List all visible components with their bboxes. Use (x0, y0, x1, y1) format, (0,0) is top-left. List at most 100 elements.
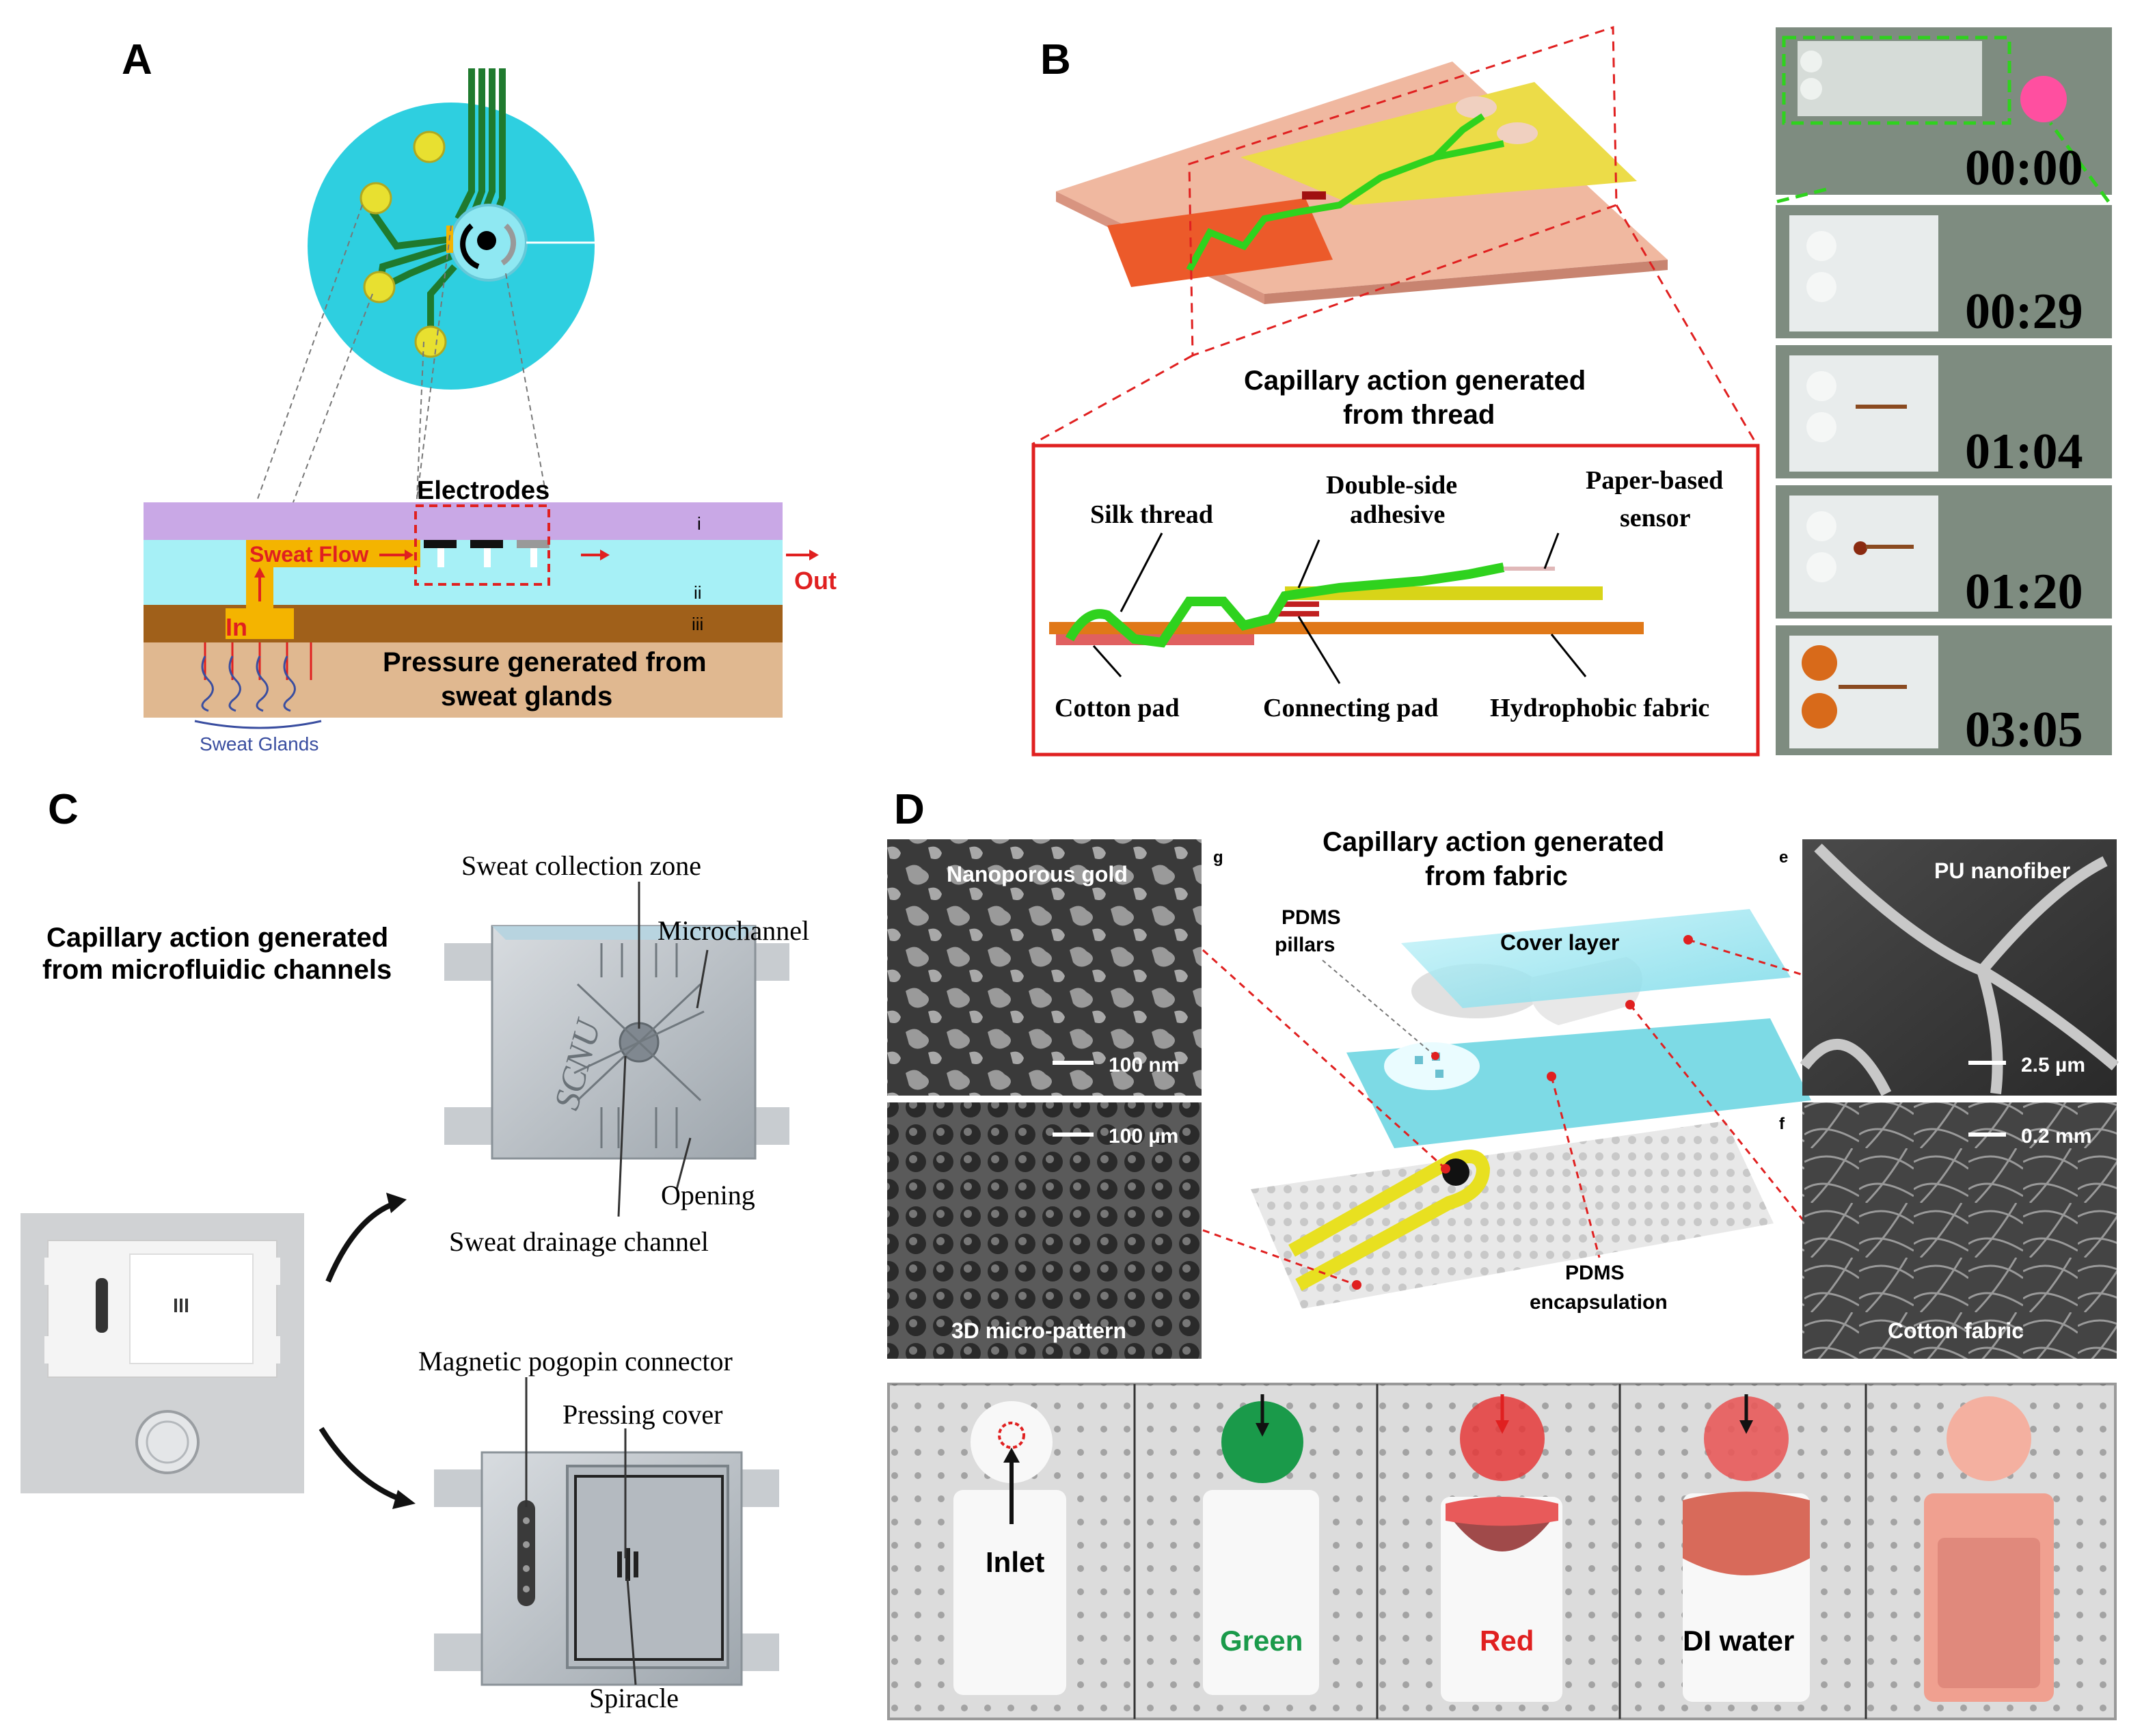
spiracle-label: Spiracle (589, 1683, 679, 1713)
adhesive-layer (1278, 601, 1319, 607)
opening-label: Opening (661, 1180, 755, 1210)
zoom-frame (1031, 25, 1758, 446)
timestamp-0: 00:00 (1965, 140, 2083, 196)
timestamp-4: 03:05 (1965, 702, 2083, 758)
time-series-photos (1776, 27, 2112, 755)
connecting-pad-layer (1278, 611, 1319, 616)
panel-a: A (122, 36, 837, 755)
hydrophobic-fabric-layer (1049, 622, 1644, 634)
device-photo (21, 1213, 304, 1493)
panel-b: B Capillary action generated from thread (1031, 25, 2112, 758)
arrow-to-bottom-device (318, 1426, 405, 1503)
sub-label-g: g (1213, 848, 1223, 867)
b-callout-lines (1092, 532, 1587, 684)
strip-cell-2 (1203, 1394, 1319, 1695)
sub-label-f: f (1779, 1115, 1785, 1133)
timestamp-2: 01:04 (1965, 424, 2083, 480)
layer-iii-label: iii (692, 614, 703, 634)
sweat-collection-zone-label: Sweat collection zone (461, 850, 701, 881)
microchannel-device (444, 925, 789, 1160)
cotton-pad-label: Cotton pad (1055, 694, 1180, 722)
silk-thread-3d (1186, 113, 1504, 272)
strip-label-red: Red (1480, 1625, 1534, 1657)
b-caption-line2: from thread (1343, 400, 1495, 430)
micro-pattern-label: 3D micro-pattern (951, 1318, 1126, 1343)
sweat-glands-label: Sweat Glands (200, 733, 318, 755)
in-label: In (226, 613, 247, 641)
hydrophobic-fabric-label: Hydrophobic fabric (1490, 694, 1709, 722)
sweat-volume (226, 540, 420, 639)
nanofiber-strands (1800, 843, 2119, 1096)
nanoporous-gold-label: Nanoporous gold (947, 862, 1128, 886)
pressure-label-line2: sweat glands (441, 681, 612, 711)
d-callout-lines (1202, 938, 1813, 1286)
pressure-label-line1: Pressure generated from (383, 647, 707, 677)
scale-100nm-label: 100 nm (1109, 1054, 1179, 1076)
layer-ii (144, 567, 783, 605)
pdms-encap-line2: encapsulation (1530, 1291, 1668, 1314)
electrode-blocks (424, 540, 550, 567)
sweat-drainage-label: Sweat drainage channel (449, 1226, 709, 1257)
sweat-flow-label: Sweat Flow (249, 542, 368, 567)
electrode-pads (360, 131, 447, 358)
d-callout-dots (1352, 935, 1693, 1290)
double-side-label-line2: adhesive (1350, 500, 1445, 529)
strip-label-inlet: Inlet (986, 1546, 1044, 1578)
d-caption-line2: from fabric (1425, 861, 1568, 891)
reference-arc (460, 223, 480, 269)
sem-micro-pattern (887, 1102, 1202, 1359)
double-side-label-line1: Double-side (1326, 471, 1457, 500)
connecting-pad-label: Connecting pad (1263, 694, 1439, 722)
timestamp-1: 00:29 (1965, 284, 2083, 340)
out-label: Out (794, 567, 837, 595)
cotton-fabric-label: Cotton fabric (1888, 1318, 2024, 1343)
scale-100um-label: 100 µm (1109, 1125, 1178, 1148)
pdms-pillars-line2: pillars (1275, 934, 1335, 956)
pu-nanofiber-label: PU nanofiber (1934, 858, 2070, 883)
silk-thread-cross (1065, 562, 1505, 648)
d-caption-line1: Capillary action generated (1323, 827, 1664, 857)
c-caption-line1: Capillary action generated (46, 923, 388, 953)
sweat-glands-icon (194, 655, 322, 729)
pdms-pillars-line1: PDMS (1282, 906, 1341, 929)
timestamp-3: 01:20 (1965, 564, 2083, 620)
strip-label-di-water: DI water (1683, 1625, 1794, 1657)
sensing-electrode (1442, 1158, 1469, 1186)
silk-thread-label: Silk thread (1090, 500, 1213, 529)
c-caption-line2: from microfluidic channels (42, 955, 392, 985)
scale-2-5um-label: 2.5 µm (2021, 1054, 2085, 1076)
strip-cell-4 (1683, 1394, 1810, 1702)
strip-cell-5 (1924, 1396, 2054, 1702)
strip-cell-3 (1441, 1394, 1562, 1702)
cotton-pad-3d (1107, 198, 1333, 287)
strip-cell-1 (953, 1401, 1066, 1695)
pressing-cover-label: Pressing cover (562, 1399, 722, 1430)
electrodes-box (414, 504, 550, 586)
cover-layer (1401, 909, 1791, 1008)
panel-d: D Nanoporous gold 100 nm g 100 µm 3D mic… (887, 786, 2119, 1720)
paper-sensor-label-line1: Paper-based (1586, 466, 1723, 495)
pdms-encap-line1: PDMS (1565, 1262, 1625, 1284)
c-top-callout-lines (617, 882, 709, 1217)
microchannel-label: Microchannel (657, 915, 809, 946)
panel-b-letter: B (1040, 36, 1071, 83)
electrode-pattern (1288, 1150, 1491, 1291)
sem-nanoporous-gold (887, 839, 1202, 1096)
sub-label-e: e (1779, 848, 1788, 867)
b-caption-line1: Capillary action generated (1244, 366, 1586, 396)
layer-ii-label: ii (694, 582, 702, 603)
layer-i (144, 502, 783, 540)
panel-c: C Capillary action generated from microf… (21, 786, 809, 1713)
paper-sensor-label-line2: sensor (1620, 504, 1691, 532)
sem-cotton-fabric (1802, 1102, 2117, 1359)
panel-a-letter: A (122, 36, 152, 83)
panel-d-letter: D (894, 786, 925, 833)
magnetic-connector-label: Magnetic pogopin connector (418, 1346, 733, 1376)
electrodes-label: Electrodes (417, 476, 550, 505)
counter-arc (500, 223, 517, 266)
paper-sensor-3d (1241, 82, 1637, 205)
layer-i-label: i (697, 513, 701, 534)
sensing-center (477, 231, 496, 250)
pogopin-device (434, 1451, 779, 1686)
